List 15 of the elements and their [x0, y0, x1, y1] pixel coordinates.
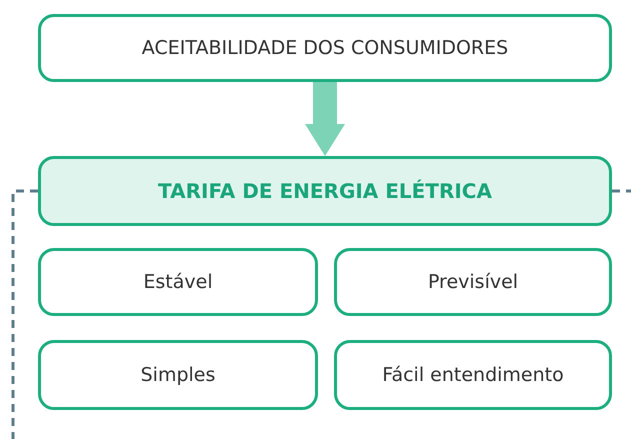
dashed-connector	[612, 190, 631, 192]
dashed-connector	[12, 190, 38, 439]
box-label: Estável	[143, 271, 213, 293]
box-label: Simples	[140, 364, 216, 386]
process-box	[38, 248, 318, 316]
header-box	[38, 156, 612, 226]
box-label: TARIFA DE ENERGIA ELÉTRICA	[158, 179, 492, 203]
process-box	[334, 340, 612, 410]
process-box	[334, 248, 612, 316]
process-box	[38, 14, 612, 82]
block-arrow	[305, 82, 345, 156]
box-label: Previsível	[428, 271, 518, 293]
box-label: ACEITABILIDADE DOS CONSUMIDORES	[142, 37, 508, 59]
process-box	[38, 340, 318, 410]
box-label: Fácil entendimento	[382, 364, 564, 386]
